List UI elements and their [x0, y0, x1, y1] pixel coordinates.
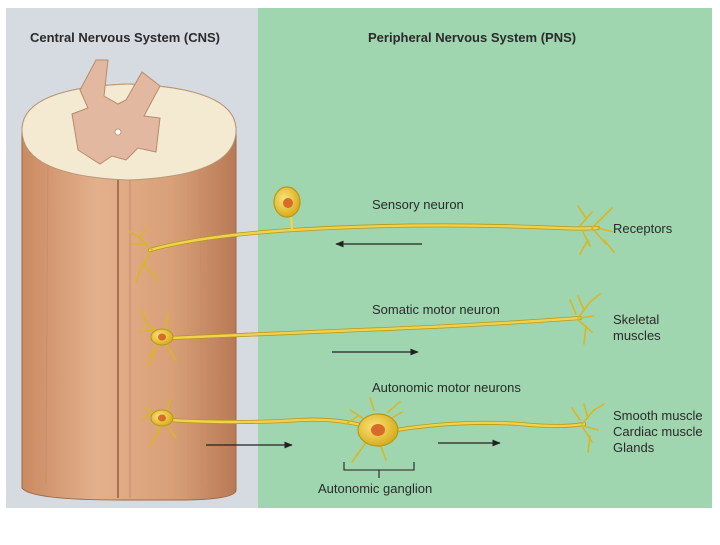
skeletal-muscles-label-line1: Skeletal — [613, 312, 660, 327]
signal-direction-arrows — [206, 240, 501, 449]
pns-title: Peripheral Nervous System (PNS) — [368, 30, 577, 45]
ganglion-bracket — [343, 462, 415, 478]
receptors-label: Receptors — [613, 221, 673, 236]
skeletal-muscles-label-line2: muscles — [613, 328, 661, 343]
sensory-neuron-cell-body — [273, 186, 301, 218]
autonomic-ganglion-label: Autonomic ganglion — [318, 481, 433, 496]
sensory-neuron-label: Sensory neuron — [372, 197, 464, 212]
neuron-somas — [150, 186, 399, 447]
glands-label: Glands — [613, 440, 655, 455]
cardiac-muscle-label: Cardiac muscle — [613, 424, 703, 439]
autonomic-preganglionic-cell-body — [150, 409, 174, 427]
cns-title: Central Nervous System (CNS) — [30, 30, 220, 45]
somatic-motor-cell-body — [150, 328, 174, 346]
ganglion-cell-body — [357, 413, 399, 447]
grey-matter — [71, 59, 161, 165]
autonomic-motor-neurons-label: Autonomic motor neurons — [372, 380, 521, 395]
smooth-muscle-label: Smooth muscle — [613, 408, 703, 423]
spinal-cord — [21, 59, 237, 501]
somatic-motor-neuron-label: Somatic motor neuron — [372, 302, 500, 317]
